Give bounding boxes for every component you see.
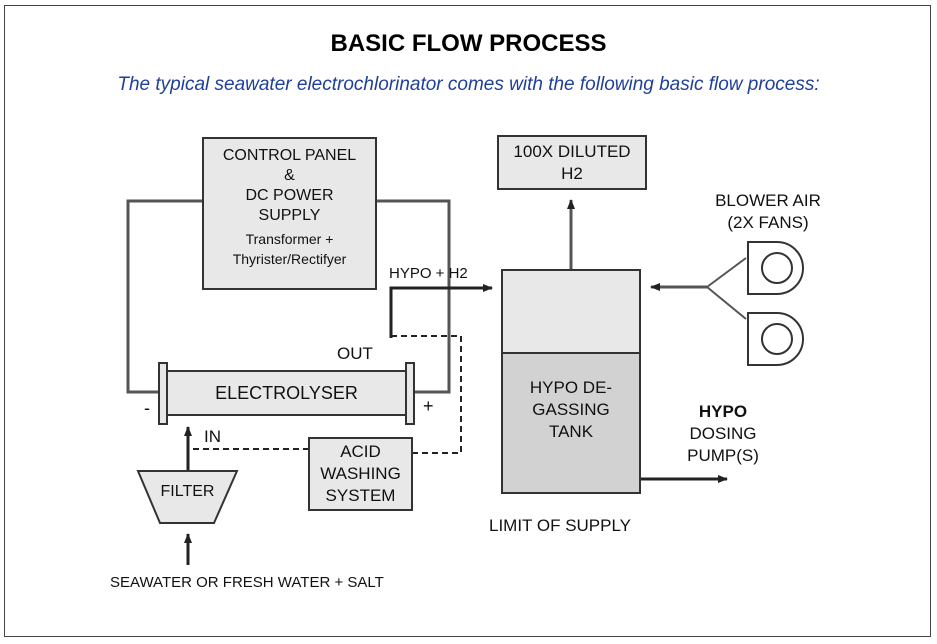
acid-washing-box	[308, 437, 413, 511]
tank-text: HYPO DE- GASSING TANK	[502, 375, 640, 445]
diagram-subtitle: The typical seawater electrochlorinator …	[117, 74, 820, 95]
control-panel-sub-2: Thyrister/Rectifyer	[232, 251, 347, 267]
dosing-line-2: PUMP(S)	[687, 446, 759, 465]
diluted-h2-box	[497, 135, 647, 190]
fan-top	[747, 241, 804, 295]
hypo-h2-outlet-line	[389, 284, 493, 338]
filter-label: FILTER	[160, 483, 215, 500]
dosing-line-1: DOSING	[689, 424, 757, 443]
dosing-bold: HYPO	[698, 402, 748, 421]
blower-label: BLOWER AIR (2X FANS)	[700, 188, 836, 236]
negative-wire	[126, 199, 203, 394]
blower-line-1: BLOWER AIR	[715, 191, 821, 210]
control-panel-line-2: &	[284, 167, 295, 184]
tank-upper	[501, 269, 641, 354]
control-panel-box	[202, 137, 377, 290]
control-panel-sub-1: Transformer +	[245, 231, 334, 247]
filter-shape	[136, 470, 239, 524]
electrolyser-flange-right	[405, 362, 415, 425]
out-label: OUT	[337, 344, 373, 363]
acid-line-3: SYSTEM	[325, 486, 396, 505]
positive-wire	[376, 199, 451, 394]
in-label: IN	[204, 427, 221, 446]
control-panel-line-4: SUPPLY	[258, 207, 321, 224]
fan-bottom	[747, 312, 804, 366]
diluted-h2-text: 100X DILUTED H2	[498, 137, 646, 189]
acid-washing-text: ACID WASHING SYSTEM	[309, 439, 412, 509]
fan-branch-bottom	[706, 286, 747, 320]
source-label: SEAWATER OR FRESH WATER + SALT	[110, 574, 384, 591]
diagram-title: BASIC FLOW PROCESS	[330, 30, 607, 57]
tank-lower	[501, 352, 641, 494]
hypo-h2-label: HYPO + H2	[389, 265, 468, 282]
acid-loop-top	[391, 335, 462, 454]
diluted-line-1: 100X DILUTED	[513, 142, 631, 161]
tank-line-1: HYPO DE-	[529, 378, 613, 397]
minus-label: -	[144, 398, 150, 418]
diluted-line-2: H2	[561, 164, 583, 183]
control-panel-line-3: DC POWER	[245, 187, 334, 204]
diagram-frame	[4, 5, 931, 637]
plus-label: +	[423, 396, 434, 416]
acid-line-1: ACID	[340, 442, 381, 461]
blower-line-2: (2X FANS)	[727, 213, 809, 232]
tank-line-2: GASSING	[532, 400, 610, 419]
tank-line-3: TANK	[548, 422, 594, 441]
control-panel-text: CONTROL PANEL & DC POWER SUPPLY Transfor…	[203, 146, 376, 284]
limit-of-supply-label: LIMIT OF SUPPLY	[489, 516, 632, 535]
acid-line-2: WASHING	[320, 464, 401, 483]
control-panel-line-1: CONTROL PANEL	[222, 147, 357, 164]
dosing-pump-label: HYPO DOSING PUMP(S)	[664, 399, 782, 469]
electrolyser-label: ELECTROLYSER	[215, 382, 358, 403]
electrolyser-flange-left	[158, 362, 168, 425]
fan-branch-top	[706, 257, 747, 288]
